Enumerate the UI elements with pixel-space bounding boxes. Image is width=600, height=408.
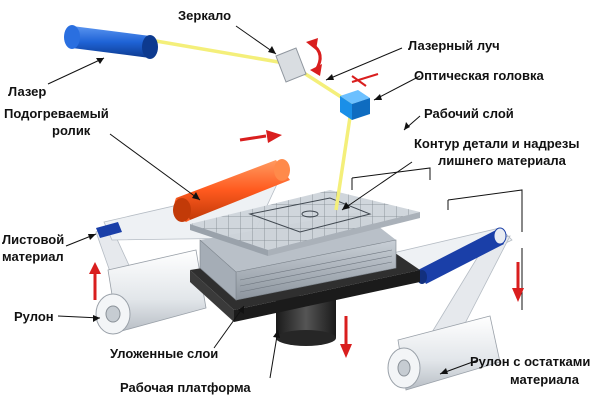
left-guide-roller — [96, 222, 122, 238]
optical-head-icon — [340, 90, 370, 120]
motion-arrows — [89, 38, 524, 358]
label-optical-head: Оптическая головка — [414, 68, 544, 83]
label-mirror: Зеркало — [178, 8, 231, 23]
mirror-icon — [275, 47, 307, 83]
label-sheet-material-2: материал — [2, 249, 64, 264]
waste-roll-icon — [387, 315, 501, 391]
label-laser-beam: Лазерный луч — [408, 38, 500, 53]
heated-roller-icon — [173, 159, 290, 222]
label-stacked-layers: Уложенные слои — [110, 346, 218, 361]
working-layer — [190, 190, 420, 256]
label-heated-roller-2: ролик — [52, 123, 91, 138]
label-sheet-material-1: Листовой — [2, 232, 64, 247]
label-contour-1: Контур детали и надрезы — [414, 136, 579, 151]
labels: Зеркало Лазерный луч Лазер Оптическая го… — [2, 8, 590, 395]
supply-roll-icon — [95, 249, 207, 335]
label-heated-roller-1: Подогреваемый — [4, 106, 109, 121]
laser-icon — [64, 25, 158, 59]
leader-lines — [47, 25, 479, 379]
label-waste-roll-2: материала — [510, 372, 580, 387]
laser-beam — [149, 38, 354, 211]
label-laser: Лазер — [8, 84, 46, 99]
label-waste-roll-1: Рулон с остатками — [470, 354, 590, 369]
label-contour-2: лишнего материала — [438, 153, 567, 168]
label-working-layer: Рабочий слой — [424, 106, 514, 121]
label-roll: Рулон — [14, 309, 54, 324]
label-work-platform: Рабочая платформа — [120, 380, 251, 395]
